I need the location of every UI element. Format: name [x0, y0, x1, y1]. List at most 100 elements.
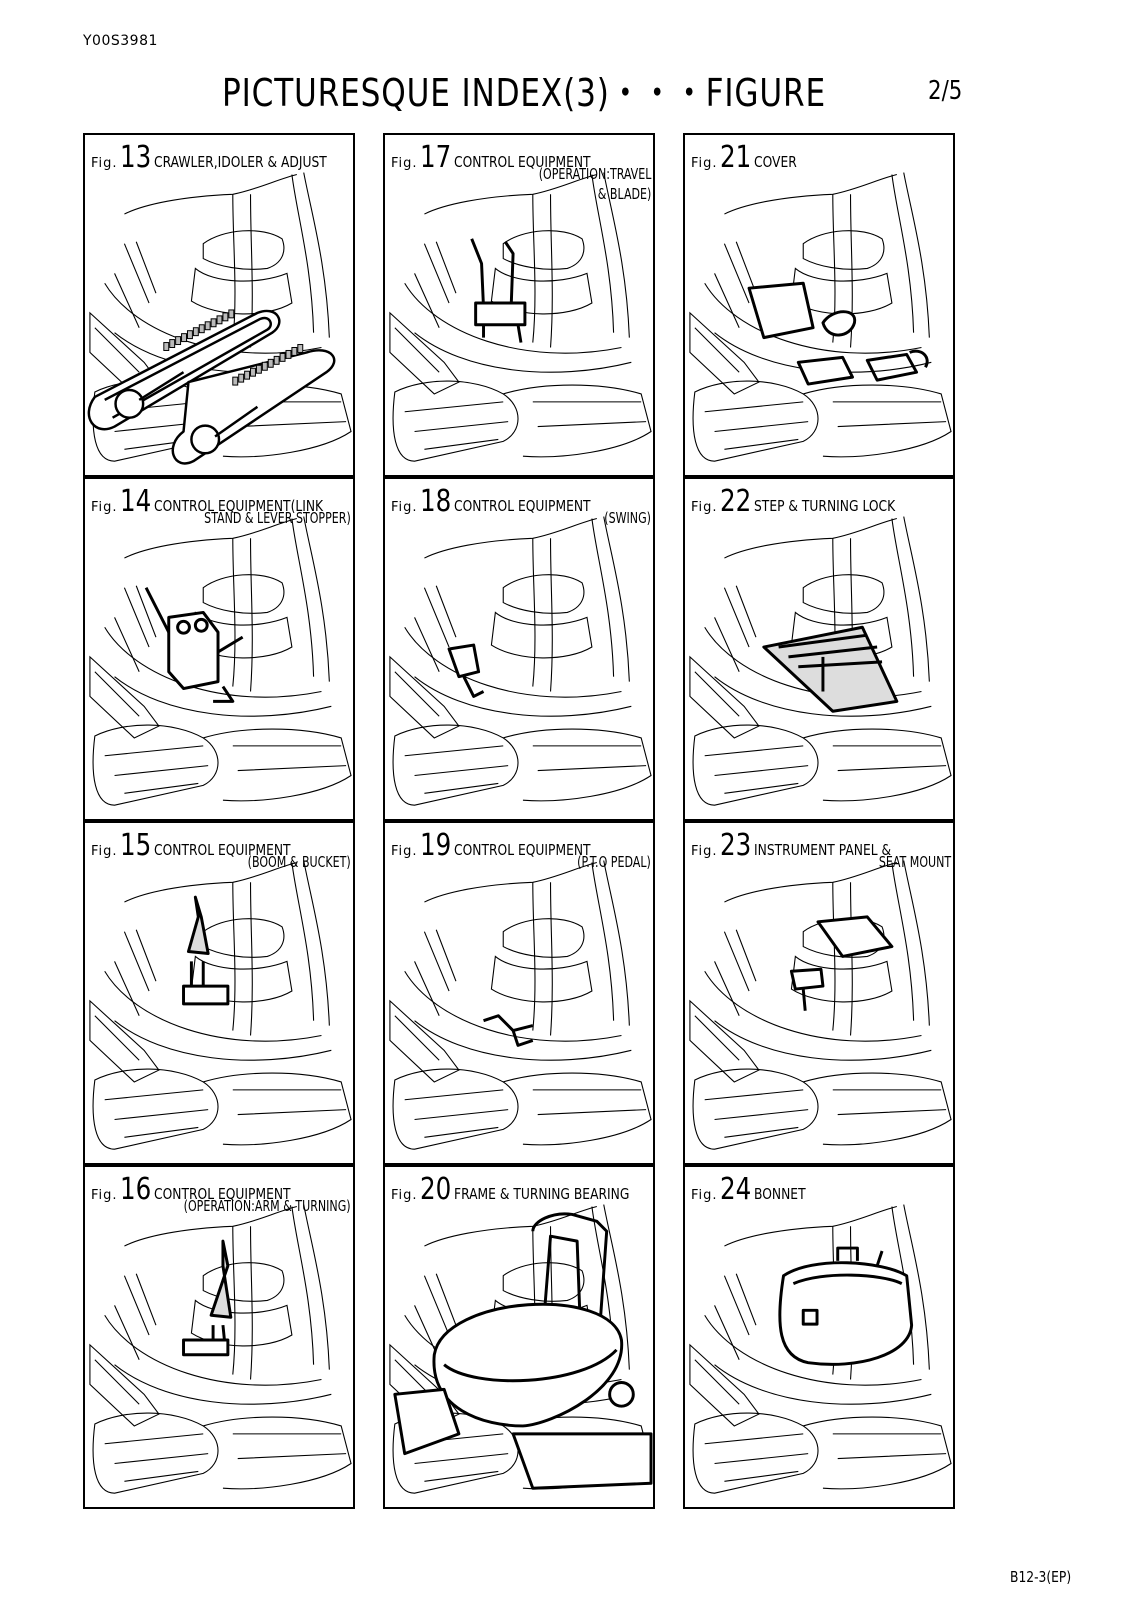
fig-label: Fig.	[391, 844, 418, 859]
travel-levers-part	[470, 238, 527, 343]
page-title: PICTURESQUE INDEX(3)・・・FIGURE	[222, 71, 826, 115]
fig-number: 17	[419, 140, 451, 175]
doc-code: Y00S3981	[83, 33, 158, 49]
figure-illustration	[89, 1204, 352, 1494]
fig-number: 19	[419, 828, 451, 863]
fig-number: 20	[419, 1172, 451, 1207]
page-number: 2/5	[928, 76, 963, 106]
fig-title-line: CONTROL EQUIPMENT(LINK	[153, 497, 323, 515]
fig-title-line: COVER	[753, 153, 797, 171]
figure-illustration	[389, 172, 652, 462]
fig-title-line: FRAME & TURNING BEARING	[453, 1185, 630, 1203]
arm-lever-part	[182, 1239, 233, 1357]
panel-part	[789, 915, 894, 1011]
fig-title-line: BONNET	[753, 1185, 806, 1203]
fig-title-line: CONTROL EQUIPMENT	[453, 497, 591, 515]
fig-title-line: CONTROL EQUIPMENT	[153, 1185, 291, 1203]
fig-number: 15	[119, 828, 151, 863]
figure-illustration	[689, 172, 952, 462]
frame-part	[393, 1212, 653, 1490]
figure-illustration	[689, 860, 952, 1150]
fig-number: 14	[119, 484, 151, 519]
track-shoes	[163, 309, 304, 386]
fig-label: Fig.	[91, 500, 118, 515]
fig-number: 16	[119, 1172, 151, 1207]
fig-title-line: (P.T.O PEDAL)	[577, 853, 651, 871]
fig-label: Fig.	[91, 844, 118, 859]
fig-number: 18	[419, 484, 451, 519]
figure-illustration	[389, 1204, 653, 1494]
footer-code: B12-3(EP)	[1010, 1568, 1072, 1586]
step-part	[762, 625, 899, 713]
excavator-outline	[389, 516, 652, 806]
bonnet-part	[778, 1246, 914, 1366]
pto-pedal-part	[483, 1014, 534, 1047]
crawler-part	[87, 309, 336, 465]
fig-label: Fig.	[91, 1188, 118, 1203]
fig-label: Fig.	[391, 156, 418, 171]
fig-title-line: STAND & LEVER STOPPER)	[204, 509, 351, 527]
fig-title-line: & BLADE)	[597, 185, 651, 203]
figure-illustration	[389, 860, 652, 1150]
excavator-outline	[689, 172, 952, 462]
fig-label: Fig.	[691, 1188, 718, 1203]
excavator-outline	[89, 516, 352, 806]
swing-part	[447, 643, 485, 698]
link-stand-part	[144, 587, 244, 703]
cover-part	[747, 281, 929, 386]
fig-title-line: SEAT MOUNT	[878, 853, 951, 871]
fig-number: 22	[719, 484, 751, 519]
figure-illustration	[89, 860, 352, 1150]
excavator-outline	[389, 172, 652, 462]
excavator-outline	[689, 860, 952, 1150]
fig-title-line: (SWING)	[604, 509, 651, 527]
figure-illustration	[689, 516, 952, 806]
fig-title-line: (BOOM & BUCKET)	[247, 853, 351, 871]
fig-title-line: (OPERATION:TRAVEL	[538, 165, 651, 183]
fig-title-line: CONTROL EQUIPMENT	[153, 841, 291, 859]
fig-label: Fig.	[691, 156, 718, 171]
fig-title-line: (OPERATION:ARM & TURNING)	[184, 1197, 351, 1215]
fig-label: Fig.	[391, 500, 418, 515]
fig-label: Fig.	[691, 500, 718, 515]
excavator-outline	[389, 860, 652, 1150]
figure-illustration	[689, 1204, 952, 1494]
fig-number: 23	[719, 828, 751, 863]
fig-title-line: INSTRUMENT PANEL &	[753, 841, 891, 859]
fig-number: 13	[119, 140, 151, 175]
fig-label: Fig.	[91, 156, 118, 171]
fig-title-line: STEP & TURNING LOCK	[753, 497, 895, 515]
fig-number: 21	[719, 140, 751, 175]
boom-lever-part	[182, 895, 230, 1006]
fig-number: 24	[719, 1172, 751, 1207]
figure-illustration	[89, 516, 352, 806]
excavator-outline	[89, 1204, 352, 1494]
figure-illustration	[87, 172, 352, 465]
fig-title-line: CONTROL EQUIPMENT	[453, 153, 591, 171]
